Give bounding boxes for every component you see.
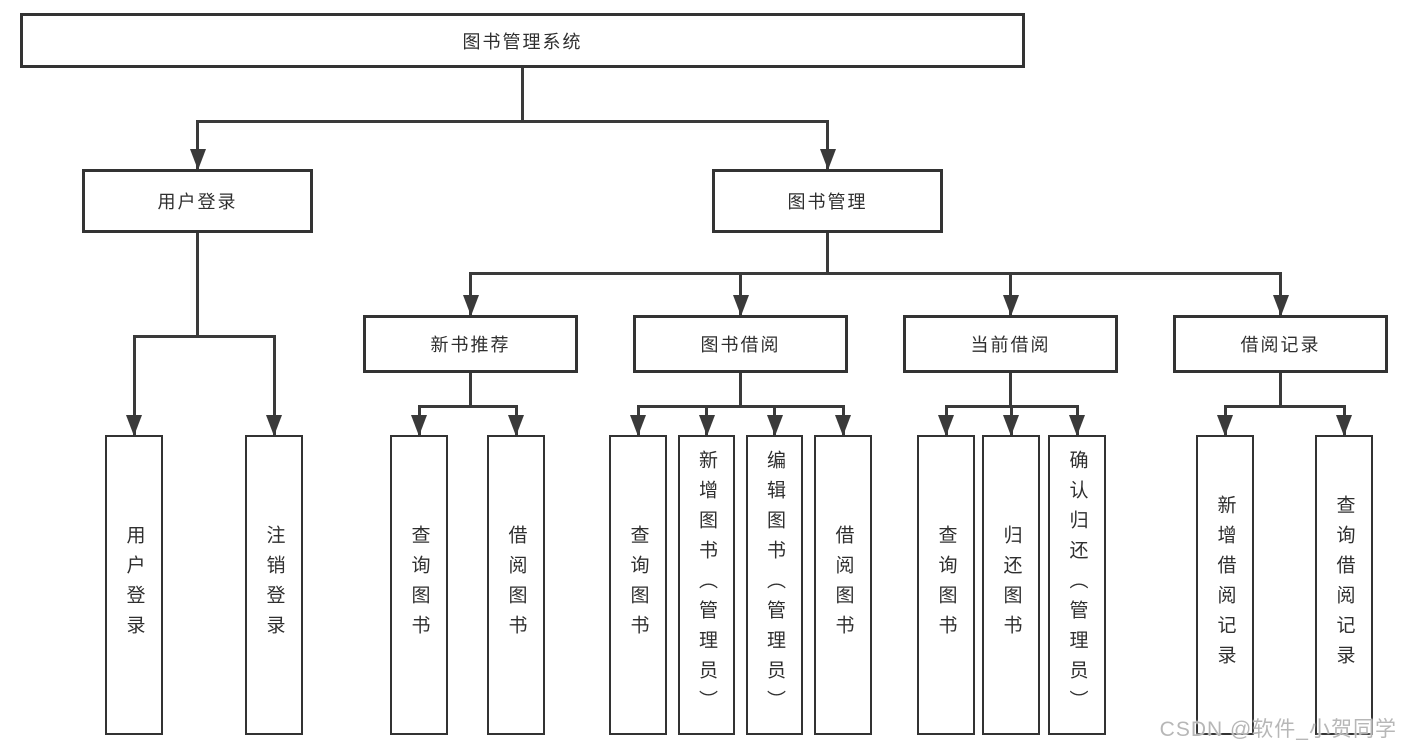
node-label: 当前借阅 (970, 335, 1051, 355)
connector-stub (739, 273, 742, 315)
node-leaf-bb-query: 查询图书 (609, 435, 667, 735)
node-borrow-record: 借阅记录 (1173, 315, 1388, 373)
node-label: 归还图书 (1000, 525, 1022, 645)
connector-arrowhead-icon (189, 149, 206, 170)
connector-arrowhead-icon (508, 415, 524, 436)
node-label: 借阅图书 (505, 525, 527, 645)
connector-arrowhead-icon (1003, 415, 1019, 436)
connector-drop (1279, 373, 1282, 406)
connector-bus (636, 404, 845, 408)
node-label: 确认归还（管理员） (1066, 450, 1088, 720)
node-leaf-cb-return: 归还图书 (982, 435, 1040, 735)
node-new-book-rec: 新书推荐 (363, 315, 578, 373)
connector-bus (469, 271, 1282, 275)
connector-stub (272, 336, 276, 435)
connector-arrowhead-icon (766, 415, 783, 436)
csdn-watermark: CSDN @软件_小贺同学 (1159, 718, 1397, 741)
node-label: 图书管理系统 (462, 31, 583, 52)
node-leaf-cb-confirm: 确认归还（管理员） (1048, 435, 1106, 735)
connector-arrowhead-icon (1336, 415, 1352, 436)
connector-drop (521, 68, 524, 121)
node-label: 借阅记录 (1240, 335, 1321, 355)
node-label: 编辑图书（管理员） (764, 450, 785, 720)
connector-arrowhead-icon (266, 415, 282, 436)
node-label: 用户登录 (123, 525, 145, 645)
node-book-borrow: 图书借阅 (633, 315, 848, 373)
connector-drop (826, 233, 829, 273)
node-leaf-logout: 注销登录 (245, 435, 303, 735)
node-root: 图书管理系统 (20, 13, 1025, 68)
node-label: 用户登录 (157, 192, 238, 212)
connector-bus (1223, 404, 1346, 408)
node-leaf-rec-borrow: 借阅图书 (487, 435, 545, 735)
connector-stub (1279, 273, 1282, 315)
connector-stub (1009, 273, 1012, 315)
connector-drop (469, 373, 472, 406)
connector-arrowhead-icon (1069, 415, 1085, 436)
connector-stub (196, 121, 199, 169)
node-leaf-bb-edit: 编辑图书（管理员） (746, 435, 803, 735)
connector-arrowhead-icon (1217, 415, 1233, 436)
connector-arrowhead-icon (938, 415, 954, 436)
connector-arrowhead-icon (1002, 295, 1019, 316)
node-user-login: 用户登录 (82, 169, 313, 233)
connector-drop (196, 233, 199, 336)
connector-bus (417, 404, 518, 408)
connector-arrowhead-icon (411, 415, 427, 436)
node-current-borrow: 当前借阅 (903, 315, 1118, 373)
node-leaf-rec-query: 查询图书 (390, 435, 448, 735)
connector-arrowhead-icon (1272, 295, 1289, 316)
connector-arrowhead-icon (835, 415, 851, 436)
node-label: 新增借阅记录 (1214, 495, 1236, 675)
node-leaf-user-login: 用户登录 (105, 435, 163, 735)
node-leaf-bb-add: 新增图书（管理员） (678, 435, 735, 735)
connector-arrowhead-icon (126, 415, 142, 436)
node-leaf-cb-query: 查询图书 (917, 435, 975, 735)
node-label: 注销登录 (263, 525, 285, 645)
node-label: 查询图书 (408, 525, 430, 645)
connector-drop (739, 373, 742, 406)
node-label: 查询图书 (935, 525, 957, 645)
node-leaf-br-add: 新增借阅记录 (1196, 435, 1254, 735)
connector-arrowhead-icon (630, 415, 646, 436)
connector-arrowhead-icon (819, 149, 836, 170)
connector-stub (132, 336, 136, 435)
connector-bus (132, 334, 276, 338)
connector-arrowhead-icon (462, 295, 479, 316)
node-label: 新增图书（管理员） (696, 450, 717, 720)
node-leaf-br-query: 查询借阅记录 (1315, 435, 1373, 735)
node-label: 查询图书 (627, 525, 649, 645)
node-book-mgmt: 图书管理 (712, 169, 943, 233)
node-label: 新书推荐 (430, 335, 511, 355)
node-label: 查询借阅记录 (1333, 495, 1355, 675)
node-label: 借阅图书 (832, 525, 854, 645)
connector-drop (1009, 373, 1012, 406)
connector-stub (469, 273, 472, 315)
node-label: 图书管理 (787, 192, 868, 212)
connector-arrowhead-icon (732, 295, 749, 316)
connector-arrowhead-icon (698, 415, 715, 436)
node-leaf-bb-borrow: 借阅图书 (814, 435, 872, 735)
node-label: 图书借阅 (700, 335, 781, 355)
connector-stub (826, 121, 829, 169)
connector-bus (196, 119, 829, 123)
